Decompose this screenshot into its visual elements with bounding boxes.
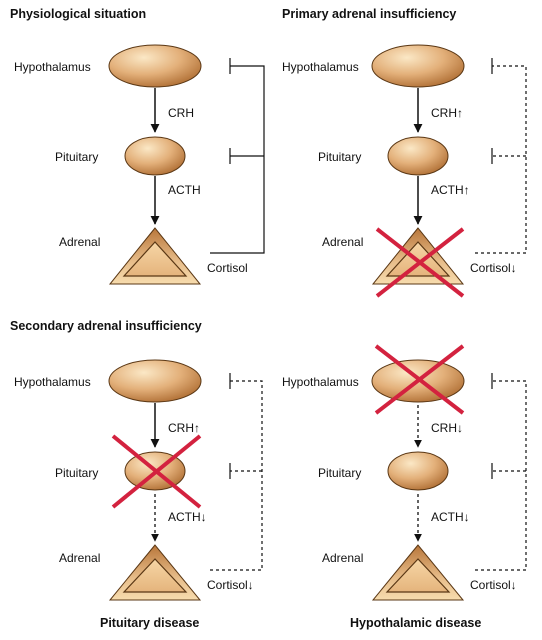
- adrenal-label: Adrenal: [322, 551, 363, 565]
- adrenal-label: Adrenal: [59, 551, 100, 565]
- panel-physiological: Physiological situation Hypothalamus CRH…: [10, 7, 265, 285]
- hypothalamus-label: Hypothalamus: [282, 375, 359, 389]
- panel-hypothalamic-disease: Hypothalamus CRH↓ Pituitary ACTH↓ Adrena…: [282, 344, 527, 630]
- feedback-line: [210, 373, 263, 571]
- cortisol-label: Cortisol: [207, 261, 248, 275]
- crh-label: CRH↑: [431, 106, 463, 120]
- panel-title: Physiological situation: [10, 7, 146, 21]
- panel-footer: Hypothalamic disease: [350, 616, 481, 630]
- acth-label: ACTH: [168, 183, 201, 197]
- hypothalamus-label: Hypothalamus: [282, 60, 359, 74]
- hypothalamus-gland: [108, 44, 202, 88]
- pituitary-gland: [387, 136, 449, 176]
- hypothalamus-gland: [108, 359, 202, 403]
- adrenal-gland: [108, 227, 202, 285]
- acth-label: ACTH↓: [431, 510, 470, 524]
- cortisol-label: Cortisol↓: [470, 261, 517, 275]
- crh-label: CRH: [168, 106, 194, 120]
- pituitary-gland: [387, 451, 449, 491]
- cross-mark: [374, 344, 465, 415]
- cortisol-label: Cortisol↓: [470, 578, 517, 592]
- crh-label: CRH↓: [431, 421, 463, 435]
- adrenal-gland: [108, 544, 202, 601]
- cross-mark: [375, 227, 465, 298]
- panel-secondary-insufficiency: Secondary adrenal insufficiency Hypothal…: [10, 319, 263, 630]
- panel-primary-insufficiency: Primary adrenal insufficiency Hypothalam…: [282, 7, 527, 298]
- hypothalamus-gland: [371, 44, 465, 88]
- feedback-line: [210, 58, 265, 254]
- feedback-line: [475, 58, 527, 254]
- crh-label: CRH↑: [168, 421, 200, 435]
- adrenal-label: Adrenal: [322, 235, 363, 249]
- pituitary-label: Pituitary: [318, 466, 361, 480]
- adrenal-gland: [371, 544, 465, 601]
- hypothalamus-label: Hypothalamus: [14, 60, 91, 74]
- cortisol-label: Cortisol↓: [207, 578, 254, 592]
- panel-title: Secondary adrenal insufficiency: [10, 319, 202, 333]
- pituitary-label: Pituitary: [318, 150, 361, 164]
- pituitary-label: Pituitary: [55, 150, 98, 164]
- hypothalamus-label: Hypothalamus: [14, 375, 91, 389]
- adrenal-label: Adrenal: [59, 235, 100, 249]
- acth-label: ACTH↓: [168, 510, 207, 524]
- panel-title: Primary adrenal insufficiency: [282, 7, 456, 21]
- feedback-line: [475, 373, 527, 571]
- pituitary-label: Pituitary: [55, 466, 98, 480]
- panel-footer: Pituitary disease: [100, 616, 199, 630]
- cross-mark: [111, 434, 202, 509]
- pituitary-gland: [124, 136, 186, 176]
- acth-label: ACTH↑: [431, 183, 470, 197]
